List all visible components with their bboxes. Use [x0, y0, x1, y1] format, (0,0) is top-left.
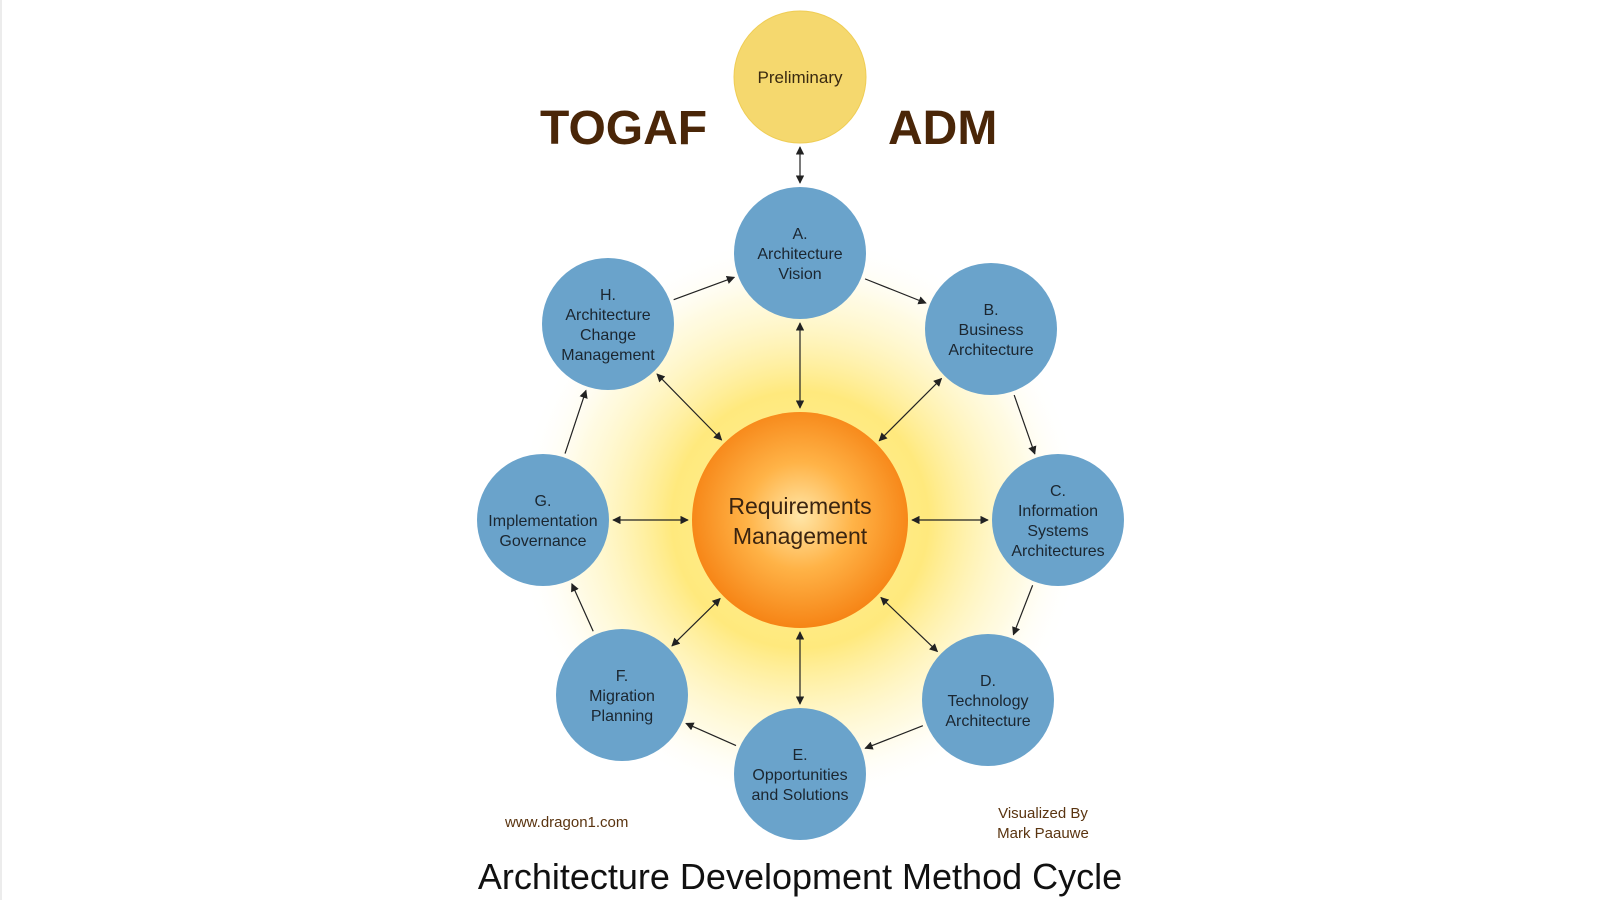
phase-label-line: and Solutions: [752, 787, 849, 804]
left-edge-line: [0, 0, 2, 900]
arrow-d-e: [864, 725, 924, 750]
phase-circle: [542, 258, 674, 390]
phase-circle: [477, 454, 609, 586]
center-label-line-1: Requirements: [728, 493, 871, 519]
phase-label-line: Implementation: [488, 513, 597, 530]
arrow-center-h: [656, 373, 723, 441]
center-label-line-2: Management: [733, 523, 868, 549]
phase-label-line: H.: [600, 287, 616, 304]
phase-label-line: Technology: [948, 693, 1029, 710]
phase-label-line: Governance: [499, 533, 586, 550]
node-phase-e[interactable]: E. Opportunities and Solutions: [734, 708, 866, 840]
phase-label-line: Change: [580, 327, 636, 344]
phase-label-line: Management: [561, 347, 655, 364]
phase-label-line: D.: [980, 673, 996, 690]
phase-label-line: Information: [1018, 503, 1098, 520]
title-right-word: ADM: [888, 102, 997, 155]
arrow-center-d: [880, 596, 939, 653]
arrow-f-g: [571, 583, 594, 632]
phase-label-line: Architecture: [565, 307, 650, 324]
arrow-b-c: [1013, 394, 1037, 455]
phase-circle: [734, 187, 866, 319]
arrow-center-f: [671, 597, 721, 647]
phase-label-line: G.: [535, 493, 552, 510]
title-left-word: TOGAF: [540, 102, 707, 155]
phase-label-line: Planning: [591, 708, 653, 725]
arrow-a-b: [864, 278, 927, 305]
phase-circle: [992, 454, 1124, 586]
visualized-by-line-1: Visualized By: [998, 805, 1088, 822]
diagram-caption: Architecture Development Method Cycle: [478, 856, 1122, 897]
visualized-by-line-2: Mark Paauwe: [997, 825, 1089, 842]
phase-circle: [556, 629, 688, 761]
preliminary-label: Preliminary: [757, 68, 843, 87]
phase-label-line: Architecture: [945, 713, 1030, 730]
phase-label-line: Opportunities: [752, 767, 847, 784]
phase-label-line: Business: [959, 322, 1024, 339]
arrow-center-b: [878, 377, 943, 442]
phase-circle: [925, 263, 1057, 395]
phase-label-line: Architecture: [948, 342, 1033, 359]
arrow-g-h: [564, 389, 588, 454]
phase-label-line: C.: [1050, 483, 1066, 500]
phase-circle: [922, 634, 1054, 766]
phase-label-line: E.: [792, 747, 807, 764]
phase-label-line: A.: [792, 226, 807, 243]
node-requirements-management[interactable]: Requirements Management: [692, 412, 908, 628]
phase-nodes: A.ArchitectureVisionB.BusinessArchitectu…: [477, 187, 1124, 840]
phase-label-line: Migration: [589, 688, 655, 705]
phase-label-line: Vision: [778, 266, 821, 283]
arrow-h-a: [673, 275, 736, 301]
node-preliminary[interactable]: Preliminary: [733, 10, 867, 144]
phase-label-line: Architectures: [1011, 543, 1104, 560]
phase-label-line: F.: [616, 668, 628, 685]
phase-label-line: Architecture: [757, 246, 842, 263]
arrow-c-d: [1012, 585, 1034, 636]
phase-label-line: Systems: [1027, 523, 1088, 540]
phase-circle: [734, 708, 866, 840]
phase-label-line: B.: [983, 302, 998, 319]
website-credit: www.dragon1.com: [504, 814, 628, 831]
arrow-e-f: [685, 722, 737, 747]
arrows-group: [564, 146, 1037, 750]
